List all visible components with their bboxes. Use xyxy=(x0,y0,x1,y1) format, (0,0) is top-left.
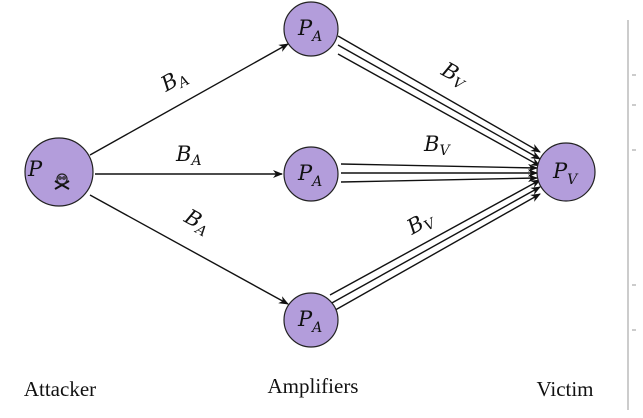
edge-amp-bot-to-victim xyxy=(329,179,541,314)
right-edge-marks xyxy=(627,20,636,410)
svg-text:PA: PA xyxy=(297,161,322,190)
edge-label-attacker-mid: BA xyxy=(175,142,202,169)
column-label-amplifiers: Amplifiers xyxy=(268,374,359,398)
svg-text:P: P xyxy=(27,157,43,181)
skull-crossbones-icon xyxy=(54,173,70,190)
svg-text:PV: PV xyxy=(552,159,579,188)
column-label-victim: Victim xyxy=(536,377,593,401)
edge-label-attacker-top: BA xyxy=(156,63,192,99)
amplifier-node-top: PA xyxy=(283,1,339,57)
amplifier-node-bottom: PA xyxy=(283,292,339,348)
edge-label-mid-victim: BV xyxy=(423,132,451,159)
edge-label-top-victim: BV xyxy=(435,57,473,94)
svg-text:PA: PA xyxy=(297,16,322,45)
edge-amp-mid-to-victim xyxy=(340,163,538,183)
svg-text:PA: PA xyxy=(297,307,322,336)
edge-attacker-to-amp-bot xyxy=(89,194,289,305)
edge-label-bot-victim: BV xyxy=(402,205,440,242)
edge-label-attacker-bot: BA xyxy=(178,204,214,240)
edge-amp-top-to-victim xyxy=(337,35,541,167)
amplifier-node-middle: PA xyxy=(283,146,339,202)
edge-attacker-to-amp-top xyxy=(89,43,289,156)
column-label-attacker: Attacker xyxy=(24,377,96,401)
attacker-node: P xyxy=(24,137,94,207)
victim-node: PV xyxy=(536,142,596,202)
